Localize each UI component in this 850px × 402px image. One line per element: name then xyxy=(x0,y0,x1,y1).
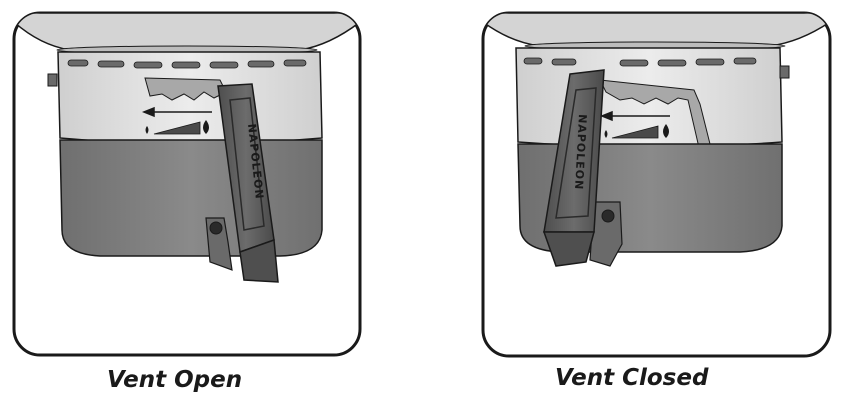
vent-slots xyxy=(523,57,757,67)
flame-large-icon xyxy=(663,124,669,138)
panel-vent-closed: NAPOLEON xyxy=(481,11,832,358)
panel-vent-open: NAPOLEON xyxy=(12,11,362,357)
grill-lid xyxy=(14,13,360,51)
side-knob xyxy=(47,73,58,87)
damper-plate xyxy=(599,79,713,153)
side-knob xyxy=(779,65,790,79)
arrow-left-right-icon xyxy=(141,106,212,118)
wedge-gauge-icon xyxy=(153,121,201,135)
flame-large-icon xyxy=(203,120,209,134)
arrow-left-right-icon xyxy=(599,110,670,122)
grill-lid xyxy=(483,13,830,47)
grill-bowl xyxy=(59,139,323,257)
caption-vent-closed: Vent Closed xyxy=(555,365,709,391)
wedge-gauge-icon xyxy=(611,125,659,139)
handle-brand-text: NAPOLEON xyxy=(572,114,589,191)
flame-small-icon xyxy=(604,130,608,138)
vent-slots xyxy=(67,59,307,69)
flame-small-icon xyxy=(145,126,149,134)
caption-vent-open: Vent Open xyxy=(107,367,243,393)
